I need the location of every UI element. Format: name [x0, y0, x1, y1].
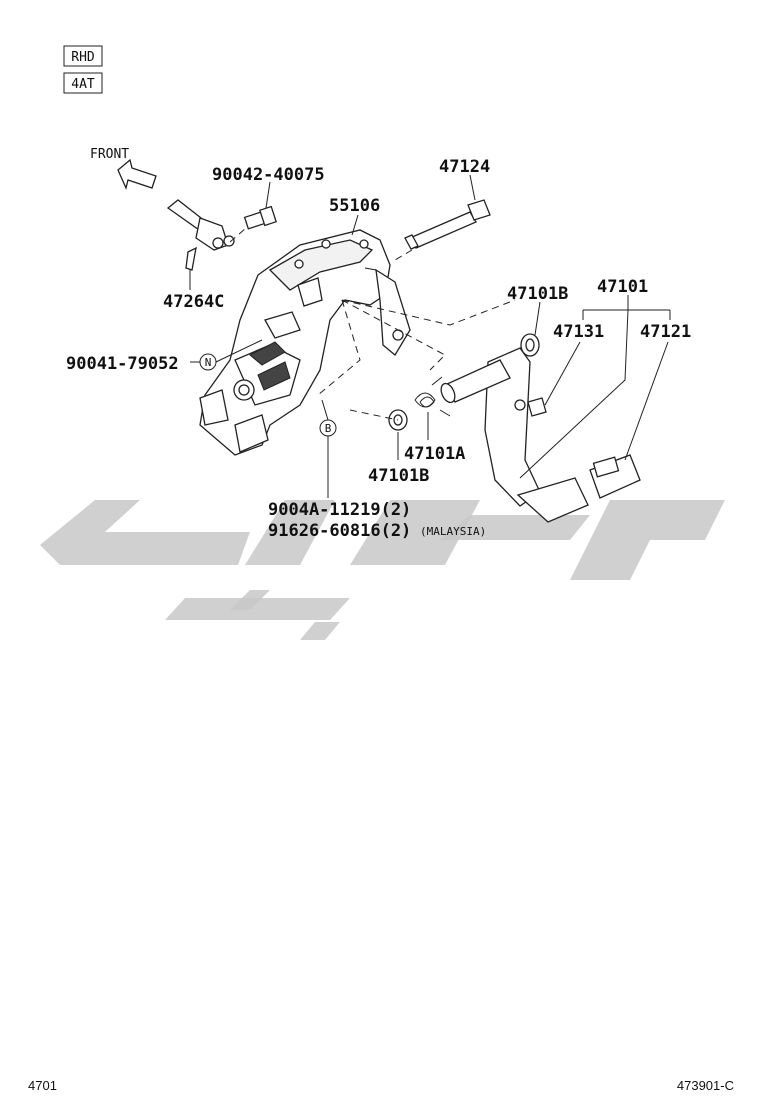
brake-pedal: [440, 347, 641, 523]
callout-n: N: [199, 353, 217, 371]
label-malaysia-note: (MALAYSIA): [420, 525, 486, 538]
stop-lamp-clevis: [166, 199, 235, 271]
label-47121: 47121: [640, 322, 691, 342]
assembly-lines: [229, 227, 516, 421]
bushing-47101b-upper: [520, 333, 540, 357]
label-47124: 47124: [439, 157, 490, 177]
pedal-shaft-bolt: [404, 199, 491, 250]
svg-text:N: N: [205, 356, 212, 369]
label-9004a-11219: 9004A-11219(2): [268, 500, 411, 520]
footer-page-code: 4701: [28, 1078, 57, 1093]
label-47131: 47131: [553, 322, 604, 342]
footer-illustration-code: 473901-C: [677, 1078, 734, 1093]
label-47101a: 47101A: [404, 444, 465, 464]
label-91626-60816: 91626-60816(2): [268, 521, 411, 541]
front-arrow-icon: FRONT: [90, 147, 157, 190]
label-47264c: 47264C: [163, 292, 224, 312]
tag-rhd: RHD: [63, 45, 103, 67]
callout-b: B: [319, 419, 337, 437]
label-90041-79052: 90041-79052: [66, 354, 179, 374]
svg-text:4AT: 4AT: [71, 77, 95, 92]
svg-text:B: B: [325, 422, 332, 435]
pedal-bracket: [199, 229, 411, 456]
svg-text:RHD: RHD: [71, 50, 95, 65]
return-spring: [414, 376, 451, 417]
label-90042-40075: 90042-40075: [212, 165, 325, 185]
leader-lines: [189, 174, 671, 498]
label-55106: 55106: [329, 196, 380, 216]
pin-47131: [527, 397, 547, 417]
tag-4at: 4AT: [63, 72, 103, 94]
bolt-90042: [243, 205, 277, 230]
watermark-logo: [40, 500, 725, 640]
label-47101: 47101: [597, 277, 648, 297]
label-47101b-lower: 47101B: [368, 466, 429, 486]
label-47101b-upper: 47101B: [507, 284, 568, 304]
svg-text:FRONT: FRONT: [90, 147, 129, 162]
